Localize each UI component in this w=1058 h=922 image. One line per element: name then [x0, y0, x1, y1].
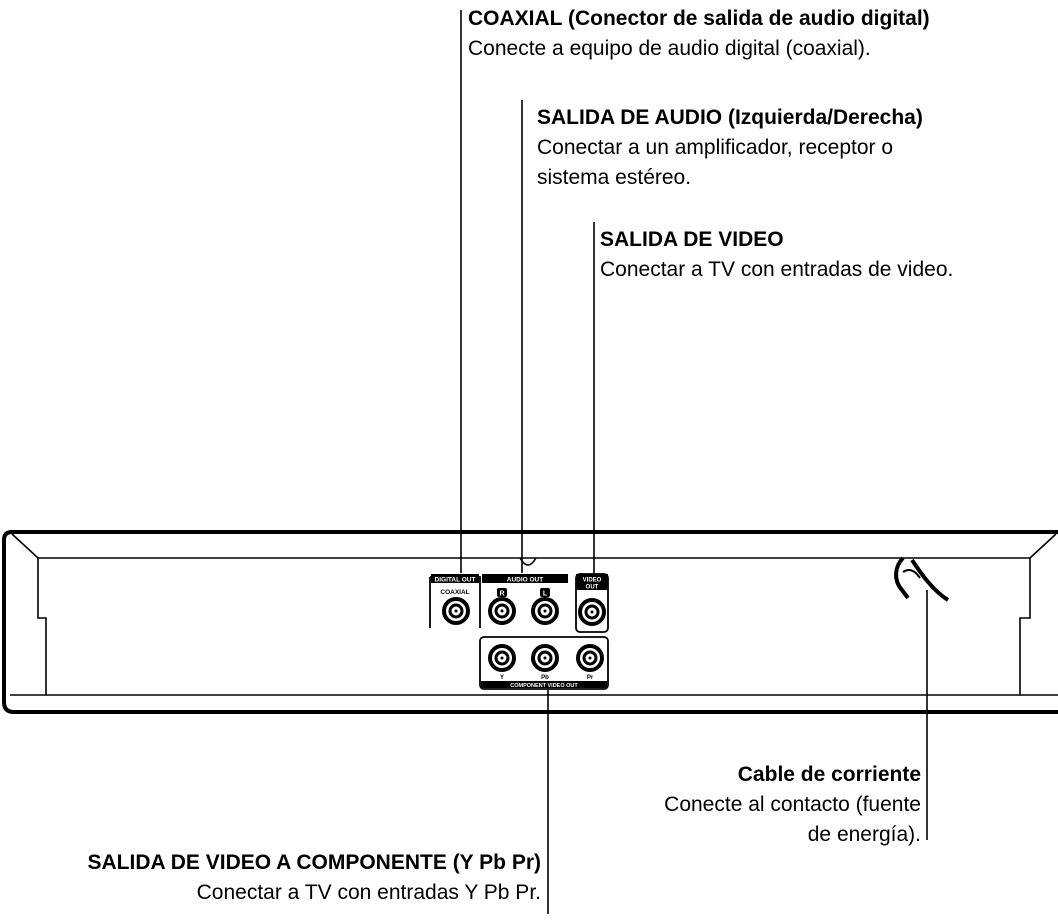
callout-coaxial: COAXIAL (Conector de salida de audio dig… — [468, 4, 930, 64]
leader-lines — [460, 10, 928, 914]
component-y-label: Y — [500, 675, 504, 681]
component-video-group: COMPONENT VIDEO OUT Y Pb Pr — [479, 636, 609, 690]
jack-component-pr — [576, 644, 604, 672]
digital-out-group: DIGITAL OUT COAXIAL — [429, 574, 481, 628]
jack-audio-r — [488, 597, 516, 625]
power-cable — [894, 556, 950, 602]
coaxial-label: COAXIAL — [440, 589, 469, 596]
callout-audio-out-title: SALIDA DE AUDIO (Izquierda/Derecha) — [537, 106, 923, 129]
video-out-label-1: VIDEO — [583, 578, 602, 584]
component-video-out-label: COMPONENT VIDEO OUT — [510, 683, 578, 689]
jack-audio-l — [531, 597, 559, 625]
callout-component-video: SALIDA DE VIDEO A COMPONENTE (Y Pb Pr) C… — [88, 848, 542, 908]
callout-audio-out: SALIDA DE AUDIO (Izquierda/Derecha) Cone… — [537, 103, 923, 193]
callout-coaxial-desc: Conecte a equipo de audio digital (coaxi… — [468, 37, 871, 60]
jack-component-y — [488, 644, 516, 672]
component-pr-label: Pr — [587, 675, 594, 681]
jack-component-pb — [531, 644, 559, 672]
audio-out-group: AUDIO OUT R L — [482, 574, 568, 598]
callout-audio-out-desc-2: sistema estéreo. — [537, 166, 692, 189]
digital-out-label: DIGITAL OUT — [435, 577, 476, 584]
video-out-label-2: OUT — [586, 585, 599, 591]
audio-l-label: L — [543, 591, 548, 598]
callout-video-out-desc: Conectar a TV con entradas de video. — [600, 258, 954, 281]
callout-power-cable-title: Cable de corriente — [737, 763, 921, 786]
video-out-group: VIDEO OUT — [575, 573, 609, 633]
audio-r-label: R — [499, 591, 504, 598]
callout-power-cable: Cable de corriente Conecte al contacto (… — [664, 760, 921, 850]
callout-audio-out-desc-1: Conectar a un amplificador, receptor o — [537, 136, 894, 159]
jack-video-out — [578, 598, 606, 626]
callout-component-video-desc: Conectar a TV con entradas Y Pb Pr. — [196, 881, 541, 904]
chassis — [2, 530, 1058, 714]
jack-coaxial — [442, 597, 470, 625]
callout-coaxial-title: COAXIAL (Conector de salida de audio dig… — [468, 7, 930, 30]
callout-power-cable-desc-1: Conecte al contacto (fuente — [664, 793, 921, 816]
callout-video-out: SALIDA DE VIDEO Conectar a TV con entrad… — [600, 225, 953, 285]
callout-component-video-title: SALIDA DE VIDEO A COMPONENTE (Y Pb Pr) — [87, 851, 542, 874]
callout-power-cable-desc-2: de energía). — [807, 823, 921, 846]
audio-out-label: AUDIO OUT — [507, 577, 544, 584]
component-pb-label: Pb — [541, 675, 549, 681]
callout-video-out-title: SALIDA DE VIDEO — [600, 228, 784, 251]
